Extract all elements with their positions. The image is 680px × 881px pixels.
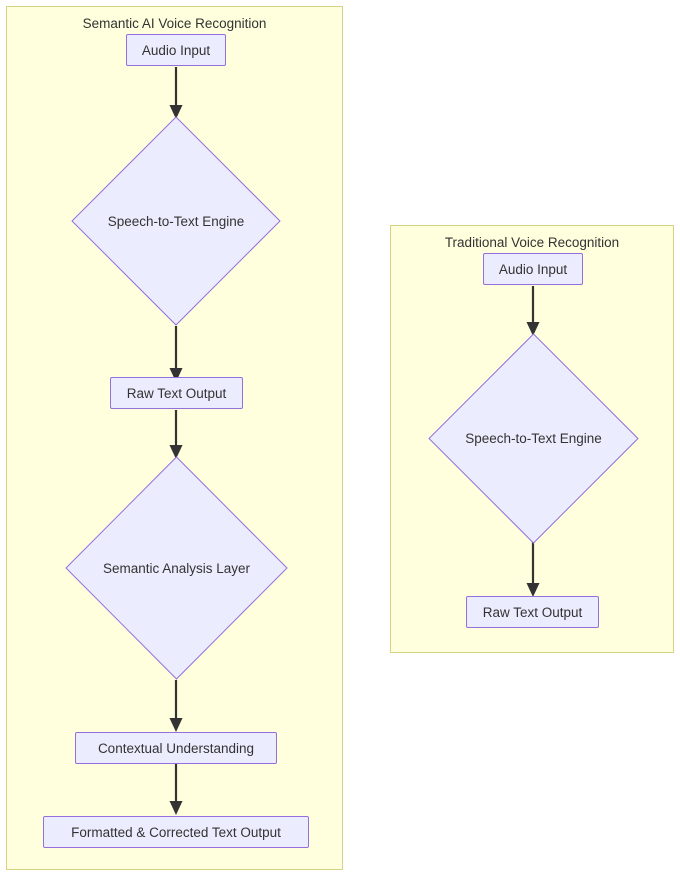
node-audio-input[interactable]: Audio Input bbox=[483, 253, 583, 285]
diamond-shape bbox=[65, 456, 288, 680]
subgraph-traditional: Traditional Voice Recognition Audio Inpu… bbox=[390, 225, 674, 653]
edge-semantic-layer-to-contextual bbox=[169, 680, 183, 732]
node-raw-text-output[interactable]: Raw Text Output bbox=[466, 596, 599, 628]
edge-stt-engine-to-raw-text bbox=[169, 326, 183, 382]
node-formatted-corrected-text-output[interactable]: Formatted & Corrected Text Output bbox=[43, 816, 309, 848]
subgraph-traditional-title: Traditional Voice Recognition bbox=[444, 235, 620, 250]
node-contextual-understanding[interactable]: Contextual Understanding bbox=[75, 732, 277, 764]
edge-audio-input-to-stt-engine bbox=[526, 286, 540, 336]
node-raw-text-output[interactable]: Raw Text Output bbox=[110, 377, 243, 409]
subgraph-semantic-ai-title: Semantic AI Voice Recognition bbox=[82, 16, 267, 31]
edge-contextual-to-formatted bbox=[169, 764, 183, 815]
edge-raw-text-to-semantic-layer bbox=[169, 410, 183, 459]
edge-audio-input-to-stt-engine bbox=[169, 67, 183, 119]
node-audio-input[interactable]: Audio Input bbox=[126, 34, 226, 66]
edge-stt-engine-to-raw-text bbox=[526, 542, 540, 597]
node-speech-to-text-engine[interactable]: Speech-to-Text Engine bbox=[71, 116, 281, 326]
diamond-shape bbox=[428, 333, 639, 544]
diamond-shape bbox=[71, 116, 281, 326]
subgraph-semantic-ai: Semantic AI Voice Recognition bbox=[6, 6, 343, 870]
node-semantic-analysis-layer[interactable]: Semantic Analysis Layer bbox=[65, 456, 288, 680]
node-speech-to-text-engine[interactable]: Speech-to-Text Engine bbox=[428, 333, 639, 544]
